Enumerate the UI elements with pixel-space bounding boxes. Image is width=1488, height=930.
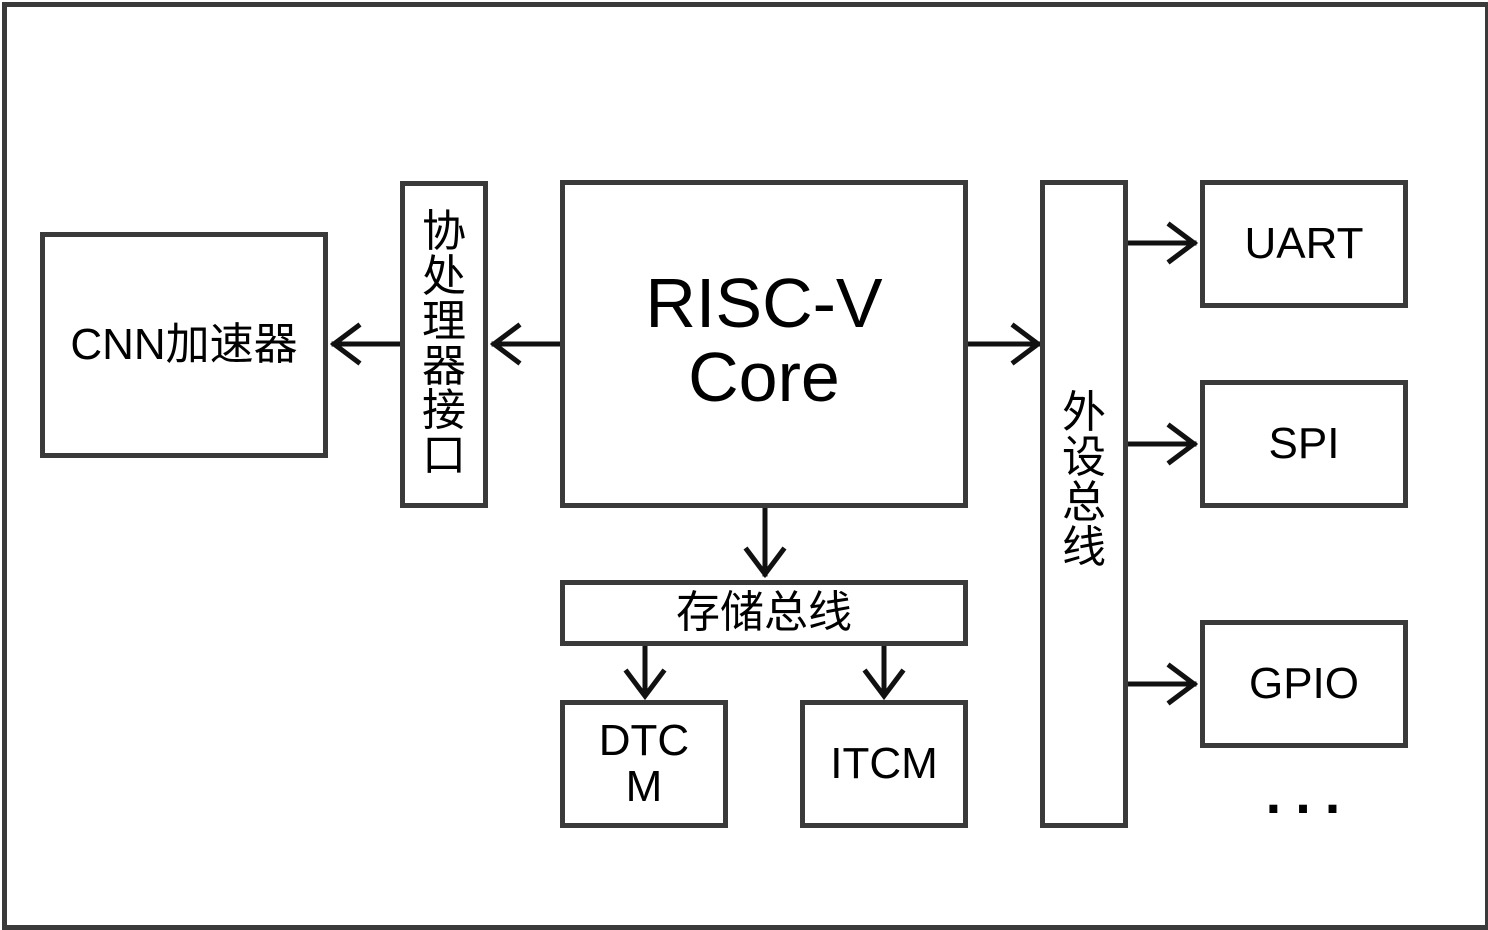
dtcm-label-line2: M [625,762,663,811]
memory-bus-block: 存储总线 [560,580,968,646]
core-title-line2: Core [688,337,840,416]
itcm-label: ITCM [830,738,938,788]
coprocessor-interface-char: 接 [422,386,466,436]
coprocessor-interface-block: 协处理器接口 [400,181,488,508]
coprocessor-interface-char: 口 [422,431,466,481]
arrowhead-coproc-to-cnn [329,322,362,366]
uart-block: UART [1200,180,1408,308]
arrowhead-periph-to-uart [1166,221,1199,265]
memory-bus-label: 存储总线 [676,587,852,637]
arrowhead-core-to-coproc [489,322,522,366]
dtcm-block: DTC M [560,700,728,828]
peripheral-bus-block: 外设总线 [1040,180,1128,828]
risc-v-core-block: RISC-V Core [560,180,968,508]
arrowhead-periph-to-spi [1166,422,1199,466]
more-peripherals-ellipsis: ... [1265,762,1355,825]
arrowhead-membus-to-itcm [862,668,906,701]
arrowhead-periph-to-gpio [1166,662,1199,706]
gpio-label: GPIO [1248,658,1360,708]
cnn-accelerator-block: CNN加速器 [40,232,328,458]
peripheral-bus-char: 总 [1062,478,1106,527]
itcm-block: ITCM [800,700,968,828]
arrowhead-core-to-membus [743,546,787,579]
coprocessor-interface-label: 协处理器接口 [422,206,466,481]
arrowhead-membus-to-dtcm [623,668,667,701]
core-title-line1: RISC-V [645,264,883,342]
spi-label: SPI [1268,418,1340,468]
dtcm-label-line1: DTC [598,715,690,765]
peripheral-bus-label: 外设总线 [1062,388,1106,572]
coprocessor-interface-char: 协 [422,206,466,256]
spi-block: SPI [1200,380,1408,508]
peripheral-bus-char: 线 [1062,522,1106,572]
peripheral-bus-char: 外 [1062,388,1106,438]
peripheral-bus-char: 设 [1062,433,1106,483]
coprocessor-interface-char: 理 [422,296,466,346]
gpio-block: GPIO [1200,620,1408,748]
coprocessor-interface-char: 处 [422,251,466,301]
cnn-accelerator-label: CNN加速器 [70,319,298,369]
coprocessor-interface-char: 器 [422,341,466,391]
arrowhead-core-to-periph [1010,322,1043,366]
uart-label: UART [1244,218,1364,268]
